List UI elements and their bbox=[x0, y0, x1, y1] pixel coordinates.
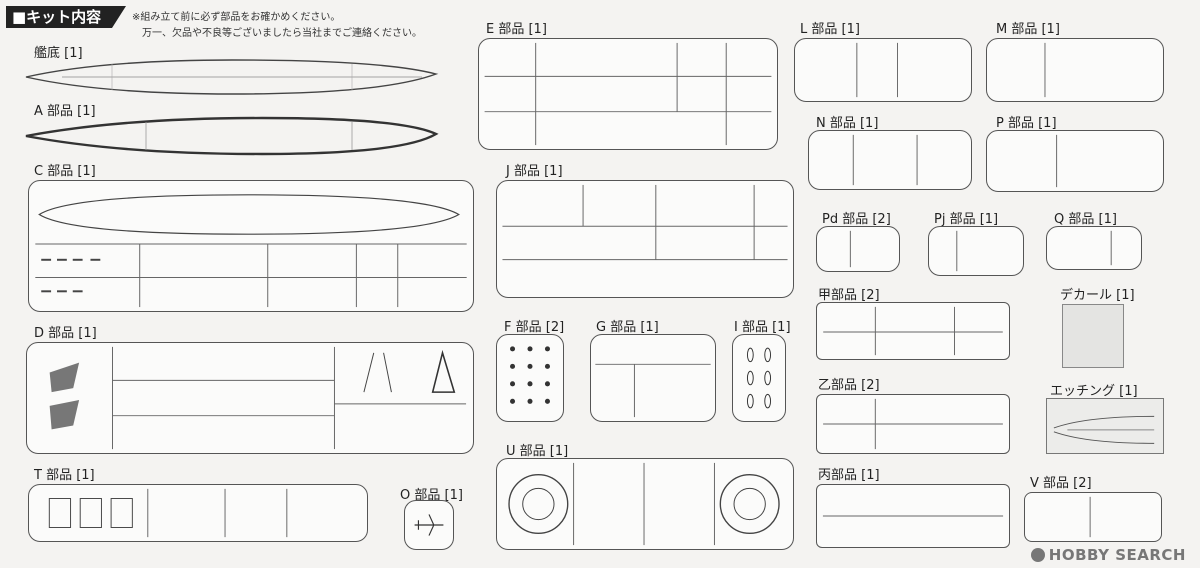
label-pd: Pd 部品 [2] bbox=[822, 212, 891, 227]
label-otsu: 乙部品 [2] bbox=[818, 378, 880, 393]
l-sprue bbox=[794, 38, 972, 102]
label-q: Q 部品 [1] bbox=[1054, 212, 1117, 227]
label-a: A 部品 [1] bbox=[34, 104, 96, 119]
notice-text: ※組み立て前に必ず部品をお確かめください。 万一、欠品や不良等ございましたら当社… bbox=[132, 10, 422, 42]
otsu-sprue bbox=[816, 394, 1010, 454]
etching-sheet bbox=[1046, 398, 1164, 454]
watermark-text: HOBBY SEARCH bbox=[1048, 546, 1186, 564]
label-n: N 部品 [1] bbox=[816, 116, 879, 131]
notice-line-1: ※組み立て前に必ず部品をお確かめください。 bbox=[132, 12, 341, 23]
m-sprue bbox=[986, 38, 1164, 102]
label-e: E 部品 [1] bbox=[486, 22, 547, 37]
u-sprue bbox=[496, 458, 794, 550]
label-m: M 部品 [1] bbox=[996, 22, 1060, 37]
label-ko: 甲部品 [2] bbox=[818, 288, 880, 303]
label-etching: エッチング [1] bbox=[1050, 384, 1138, 399]
f-sprue bbox=[496, 334, 564, 422]
e-sprue bbox=[478, 38, 778, 150]
label-u: U 部品 [1] bbox=[506, 444, 569, 459]
watermark: HOBBY SEARCH bbox=[1030, 546, 1186, 564]
label-v: V 部品 [2] bbox=[1030, 476, 1092, 491]
v-sprue bbox=[1024, 492, 1162, 542]
d-sprue bbox=[26, 342, 474, 454]
c-sprue bbox=[28, 180, 474, 312]
section-title: ■キット内容 bbox=[6, 6, 112, 28]
a-part bbox=[25, 116, 439, 156]
hei-sprue bbox=[816, 484, 1010, 548]
i-sprue bbox=[732, 334, 786, 422]
pj-sprue bbox=[928, 226, 1024, 276]
label-hull: 艦底 [1] bbox=[34, 46, 83, 61]
q-sprue bbox=[1046, 226, 1142, 270]
label-decal: デカール [1] bbox=[1060, 288, 1135, 303]
g-sprue bbox=[590, 334, 716, 422]
n-sprue bbox=[808, 130, 972, 190]
j-sprue bbox=[496, 180, 794, 298]
label-hei: 丙部品 [1] bbox=[818, 468, 880, 483]
t-sprue bbox=[28, 484, 368, 542]
decal-sheet bbox=[1062, 304, 1124, 368]
label-o: O 部品 [1] bbox=[400, 488, 463, 503]
hull-part bbox=[25, 59, 439, 95]
label-p: P 部品 [1] bbox=[996, 116, 1057, 131]
ko-sprue bbox=[816, 302, 1010, 360]
label-c: C 部品 [1] bbox=[34, 164, 96, 179]
label-pj: Pj 部品 [1] bbox=[934, 212, 999, 227]
watermark-logo-icon bbox=[1030, 548, 1045, 562]
label-f: F 部品 [2] bbox=[504, 320, 565, 335]
label-d: D 部品 [1] bbox=[34, 326, 97, 341]
p-sprue bbox=[986, 130, 1164, 192]
pd-sprue bbox=[816, 226, 900, 272]
label-j: J 部品 [1] bbox=[506, 164, 563, 179]
notice-line-2: 万一、欠品や不良等ございましたら当社までご連絡ください。 bbox=[142, 28, 422, 39]
o-sprue bbox=[404, 500, 454, 550]
title-decoration bbox=[112, 6, 126, 28]
label-i: I 部品 [1] bbox=[734, 320, 791, 335]
label-g: G 部品 [1] bbox=[596, 320, 659, 335]
label-l: L 部品 [1] bbox=[800, 22, 860, 37]
label-t: T 部品 [1] bbox=[34, 468, 95, 483]
